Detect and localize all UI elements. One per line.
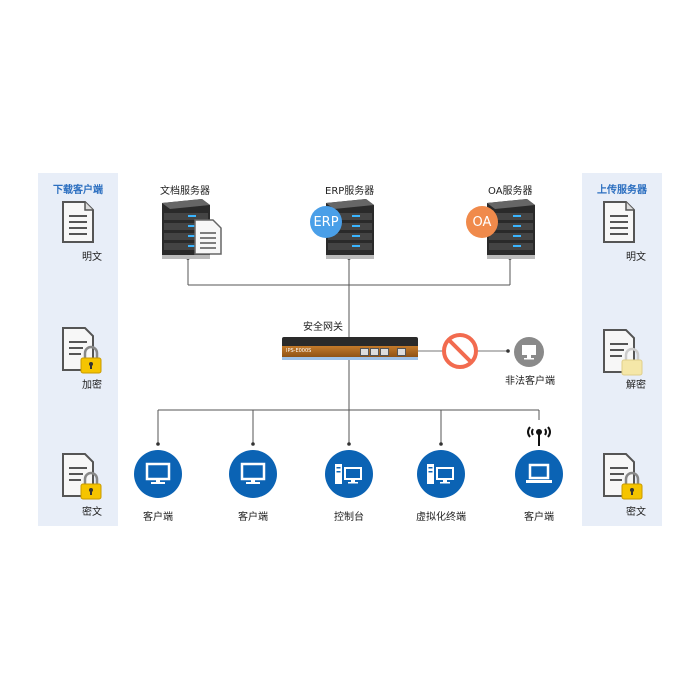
- right-step-decrypt: 解密: [626, 380, 646, 391]
- client-node-3: [515, 450, 563, 498]
- oa-server-label: OA服务器: [488, 186, 533, 197]
- left-step-plaintext: 明文: [82, 252, 102, 263]
- gateway-device-text: IPS-E000S: [286, 348, 312, 354]
- erp-badge: ERP: [310, 206, 342, 238]
- decrypting-document-icon: [603, 329, 643, 376]
- illegal-client-icon: [514, 337, 544, 367]
- laptop-icon: [526, 463, 552, 483]
- plaintext-document-icon: [62, 201, 94, 243]
- ciphertext-document-icon: [603, 453, 643, 500]
- document-overlay-icon: [194, 219, 222, 255]
- oa-badge: OA: [466, 206, 498, 238]
- illegal-client-label: 非法客户端: [505, 376, 555, 387]
- right-step-plaintext: 明文: [626, 252, 646, 263]
- client-node-2: [229, 450, 277, 498]
- left-step-encrypt: 加密: [82, 380, 102, 391]
- client-label-3: 客户端: [524, 512, 554, 523]
- console-node: [325, 450, 373, 498]
- virtual-terminal-node: [417, 450, 465, 498]
- wireless-signal-icon: [527, 426, 551, 446]
- client-node-1: [134, 450, 182, 498]
- oa-server-icon: [487, 199, 535, 259]
- encrypting-document-icon: [62, 327, 102, 374]
- ciphertext-document-icon: [62, 453, 102, 500]
- virtual-terminal-label: 虚拟化终端: [416, 512, 466, 523]
- desktop-pc-icon: [427, 464, 454, 484]
- console-label: 控制台: [334, 512, 364, 523]
- left-step-ciphertext: 密文: [82, 507, 102, 518]
- document-server-label: 文档服务器: [160, 186, 210, 197]
- erp-server-label: ERP服务器: [325, 186, 375, 197]
- forbidden-icon: [442, 333, 478, 369]
- decrypted-document-icon: [603, 201, 635, 243]
- client-label-2: 客户端: [238, 512, 268, 523]
- gateway-label: 安全网关: [303, 322, 343, 333]
- desktop-pc-icon: [335, 464, 362, 484]
- security-gateway-device: IPS-E000S: [282, 337, 418, 361]
- monitor-icon: [145, 462, 171, 484]
- right-step-ciphertext: 密文: [626, 507, 646, 518]
- upload-server-title: 上传服务器: [597, 185, 647, 196]
- client-label-1: 客户端: [143, 512, 173, 523]
- monitor-icon: [240, 462, 266, 484]
- download-client-title: 下载客户端: [53, 185, 103, 196]
